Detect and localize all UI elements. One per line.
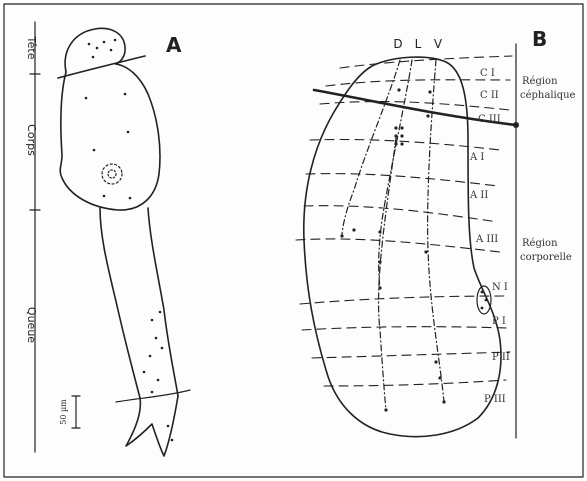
zone-label-c1: C I — [480, 68, 495, 79]
panel-a: Tête Corps Queue — [25, 22, 190, 456]
axis-label-tete: Tête — [25, 35, 38, 59]
label-lateral: L — [415, 37, 422, 51]
statocyst-core — [108, 170, 116, 178]
region-cephalic-line1: Région — [522, 76, 558, 87]
zone-label-p1: P I — [492, 316, 506, 327]
tail-fork — [126, 396, 178, 456]
statocyst-ring — [102, 164, 122, 184]
zone-label-p2: P II — [492, 352, 510, 363]
n1-organ — [477, 286, 491, 314]
head-body-divider — [58, 56, 145, 78]
axis-label-corps: Corps — [25, 124, 38, 156]
larva-head — [65, 28, 125, 72]
panel-b-letter: B — [532, 27, 547, 51]
zone-label-a2: A II — [469, 190, 488, 201]
zone-label-a3: A III — [475, 234, 498, 245]
line-ventral-branch — [379, 138, 396, 410]
segment-lines — [296, 56, 512, 386]
larva-trunk — [60, 64, 160, 210]
panel-b-dots — [340, 88, 445, 411]
label-dorsal: D — [393, 37, 402, 51]
region-cephalic-line2: céphalique — [520, 90, 576, 101]
region-body-line1: Région — [522, 238, 558, 249]
zone-label-p3: P III — [484, 394, 506, 405]
zone-label-n1: N I — [492, 282, 508, 293]
line-lateral — [379, 60, 412, 288]
axis-label-queue: Queue — [25, 307, 38, 343]
zone-label-c2: C II — [480, 90, 499, 101]
panel-b: B D L V — [296, 27, 576, 438]
zone-label-c3: C III — [478, 114, 501, 125]
region-body-line2: corporelle — [520, 252, 572, 263]
zone-label-a1: A I — [469, 152, 484, 163]
panel-a-dots — [85, 39, 174, 442]
panel-a-letter: A — [166, 33, 182, 57]
scale-bar-label: 50 µm — [59, 399, 68, 425]
label-ventral: V — [434, 37, 443, 51]
larva-tail — [100, 208, 178, 398]
